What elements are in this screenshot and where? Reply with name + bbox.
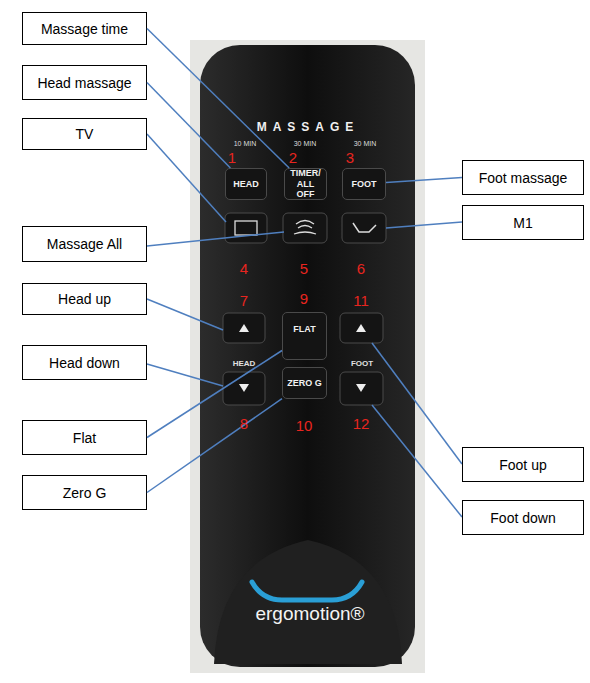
callout-number: 4 [240, 261, 248, 276]
remote-button: HEAD [225, 168, 267, 200]
callout-text: Foot up [499, 457, 546, 473]
callout-box: Massage All [22, 226, 147, 262]
group-label: FOOT [351, 360, 373, 368]
up-triangle [356, 324, 366, 332]
button-label: HEAD [233, 179, 259, 189]
remote-grip [214, 540, 402, 664]
callout-text: Foot massage [479, 170, 568, 186]
leader-line [372, 343, 462, 464]
callout-text: Foot down [490, 510, 555, 526]
leader-line [147, 364, 223, 386]
foot-down-button [340, 372, 383, 405]
callout-box: Flat [22, 420, 147, 455]
remote-button: TIMER/ ALL OFF [284, 168, 327, 200]
callout-box: TV [22, 118, 147, 150]
leader-line [147, 351, 282, 438]
callout-number: 2 [289, 150, 297, 165]
leader-line [386, 178, 462, 183]
callout-number: 11 [353, 293, 369, 308]
m1-button [342, 213, 386, 243]
up-triangle [239, 324, 249, 332]
callout-text: Massage All [47, 236, 122, 252]
remote-button: ZERO G [282, 367, 327, 399]
leader-line [147, 299, 223, 330]
callout-number: 8 [240, 416, 248, 431]
down-triangle [356, 384, 366, 392]
callout-text: M1 [513, 215, 532, 231]
callout-number: 3 [346, 150, 354, 165]
callout-box: Foot massage [462, 160, 584, 195]
callout-number: 12 [353, 416, 370, 431]
photo-background [190, 40, 425, 673]
callout-text: Head up [58, 291, 111, 307]
callout-box: M1 [462, 205, 584, 240]
section-heading: MASSAGE [257, 121, 360, 133]
callout-number: 6 [357, 261, 365, 276]
leader-line [147, 134, 226, 222]
foot-up-button [340, 313, 383, 343]
callout-number: 10 [296, 418, 313, 433]
button-label: ZERO G [287, 378, 322, 388]
callout-number: 5 [300, 261, 308, 276]
leader-line [147, 83, 230, 169]
callout-box: Head massage [22, 65, 147, 100]
callout-text: TV [76, 126, 94, 142]
m1-icon [353, 223, 376, 232]
brand-name: ergomotion® [255, 604, 364, 623]
down-triangle [239, 384, 249, 392]
button-label: FOOT [352, 179, 377, 189]
remote-button: FLAT [282, 312, 327, 360]
callout-box: Zero G [22, 475, 147, 510]
leader-line [372, 405, 462, 517]
head-up-button [223, 313, 265, 343]
leader-line [147, 232, 284, 246]
callout-box: Foot down [462, 500, 584, 535]
tv-button [225, 213, 267, 243]
callout-text: Flat [73, 430, 96, 446]
tv-icon [235, 221, 257, 235]
remote-body [200, 45, 415, 667]
timer-label: 10 MIN [234, 140, 257, 147]
group-label: HEAD [233, 360, 256, 368]
callout-text: Massage time [41, 21, 128, 37]
leader-line [386, 222, 462, 228]
logo-mark [252, 582, 362, 600]
button-label: FLAT [293, 324, 315, 334]
callout-text: Head massage [37, 75, 131, 91]
leader-line [147, 399, 282, 493]
timer-label: 30 MIN [294, 140, 317, 147]
massage-icon [294, 221, 316, 235]
button-label: TIMER/ ALL OFF [287, 168, 324, 199]
callout-box: Head up [22, 283, 147, 315]
callout-number: 1 [228, 150, 236, 165]
remote-button: FOOT [342, 168, 386, 200]
callout-text: Head down [49, 355, 120, 371]
leader-line [147, 29, 289, 169]
head-down-button [223, 372, 265, 405]
timer-label: 30 MIN [354, 140, 377, 147]
callout-number: 7 [240, 293, 248, 308]
callout-text: Zero G [63, 485, 107, 501]
callout-box: Head down [22, 345, 147, 380]
callout-number: 9 [300, 291, 308, 306]
massage-all-button [283, 213, 327, 243]
callout-box: Massage time [22, 12, 147, 45]
callout-box: Foot up [462, 447, 584, 482]
